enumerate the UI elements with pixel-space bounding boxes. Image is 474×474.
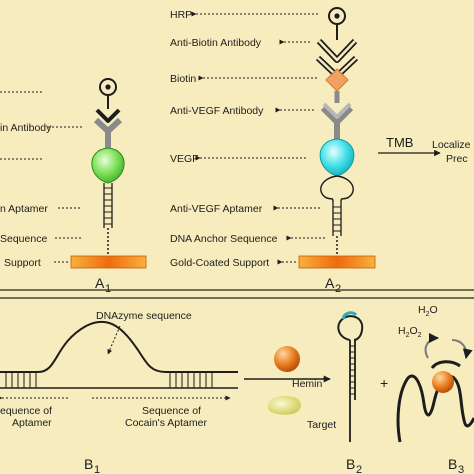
- label-h2o: H2O: [418, 304, 438, 318]
- vegf-cyan-icon: [319, 138, 355, 177]
- label-b3-main: B: [448, 456, 457, 472]
- hrp-a2-dot: [334, 13, 340, 19]
- label-tmb: TMB: [386, 135, 413, 150]
- panel-b-border: [0, 297, 474, 299]
- panel-a-border: [0, 289, 474, 291]
- hemin-icon: [274, 346, 300, 372]
- b2-loop: [337, 315, 364, 341]
- antibody-icon: [93, 117, 123, 148]
- b3-hemin-icon: [432, 371, 454, 393]
- label-seq-left-1: equence of: [0, 405, 52, 417]
- label-a2-support: Gold-Coated Support: [170, 257, 269, 269]
- label-localized-2: Prec: [446, 153, 468, 165]
- label-b1-sub: 1: [94, 464, 100, 474]
- b3-strand: [396, 374, 474, 443]
- b2-loop-accent: [342, 311, 358, 320]
- label-a2-main: A: [325, 275, 335, 291]
- b3-cycle-arrow-2: [451, 339, 473, 359]
- aptamer-rungs: [104, 187, 112, 225]
- gold-support-a2: [298, 255, 376, 269]
- label-b2-sub: 2: [356, 464, 362, 474]
- label-seq-left-2: Aptamer: [12, 417, 52, 429]
- labels-a1: in Antibody n Aptamer Sequence Support: [0, 91, 82, 269]
- antibody-tip-icon: [95, 108, 121, 123]
- label-plus: +: [380, 375, 388, 391]
- aptamer-loop-left: [320, 175, 338, 203]
- vegf-green-icon: [91, 147, 125, 184]
- construct-a1: [70, 78, 147, 269]
- label-a1-support: Support: [4, 257, 41, 269]
- label-dnazyme: DNAzyme sequence: [96, 310, 192, 322]
- b3-cycle-arrow: [424, 333, 439, 359]
- label-a2-vegf: VEGF: [170, 153, 199, 165]
- label-a2-sub: 2: [335, 283, 341, 295]
- label-seq-right-1: Sequence of: [142, 405, 201, 417]
- label-a2-hrp: HRP: [170, 9, 192, 21]
- b3-top-loop: [430, 360, 461, 370]
- anti-biotin-antibody-inner: [318, 40, 356, 62]
- reagents: Hemin Target: [244, 346, 336, 431]
- gold-support-a1: [70, 255, 147, 269]
- label-a1-anchor: Sequence: [0, 233, 47, 245]
- label-a2-anti-biotin: Anti-Biotin Antibody: [170, 37, 262, 49]
- anti-vegf-antibody-tip: [322, 102, 352, 119]
- label-a2-anti-vegf-apt: Anti-VEGF Aptamer: [170, 203, 263, 215]
- panel-b1: DNAzyme sequence equence of Aptamer Sequ…: [0, 310, 238, 429]
- labels-a2: HRP Anti-Biotin Antibody Biotin Anti-VEG…: [170, 9, 326, 269]
- label-b2-main: B: [346, 456, 355, 472]
- b2-rungs: [350, 345, 355, 395]
- leader-dnazyme: [107, 325, 121, 355]
- anti-biotin-antibody-icon: [316, 38, 358, 63]
- aptamer-a2-rungs: [333, 206, 341, 232]
- hrp-dot: [105, 84, 111, 90]
- label-a1-sub: 1: [105, 283, 111, 295]
- tmb-arrow: TMB Localize Prec: [378, 135, 471, 165]
- label-h2o2: H2O2: [398, 325, 422, 339]
- b1-pairs-left: [5, 372, 37, 388]
- label-a2-biotin: Biotin: [170, 73, 196, 85]
- panel-b3: H2O H2O2: [396, 304, 474, 443]
- label-b1-main: B: [84, 456, 93, 472]
- label-a1-antibody: in Antibody: [0, 122, 52, 134]
- target-icon: [267, 396, 301, 415]
- label-b3-sub: 3: [458, 464, 464, 474]
- label-a2-anti-vegf-ab: Anti-VEGF Antibody: [170, 105, 264, 117]
- anti-vegf-antibody-icon: [320, 105, 354, 142]
- construct-a2: [298, 7, 376, 269]
- b1-pairs-right: [169, 372, 213, 388]
- aptamer-loop-right: [336, 175, 354, 203]
- label-a2-anchor: DNA Anchor Sequence: [170, 233, 278, 245]
- b1-dnazyme-strand: [0, 320, 238, 373]
- label-target: Target: [307, 419, 336, 431]
- label-a1-aptamer: n Aptamer: [0, 203, 48, 215]
- label-hemin: Hemin: [292, 378, 323, 390]
- panel-b2: [337, 311, 364, 442]
- label-localized-1: Localize: [432, 139, 471, 151]
- label-seq-right-2: Cocain's Aptamer: [125, 417, 207, 429]
- label-a1-main: A: [95, 275, 105, 291]
